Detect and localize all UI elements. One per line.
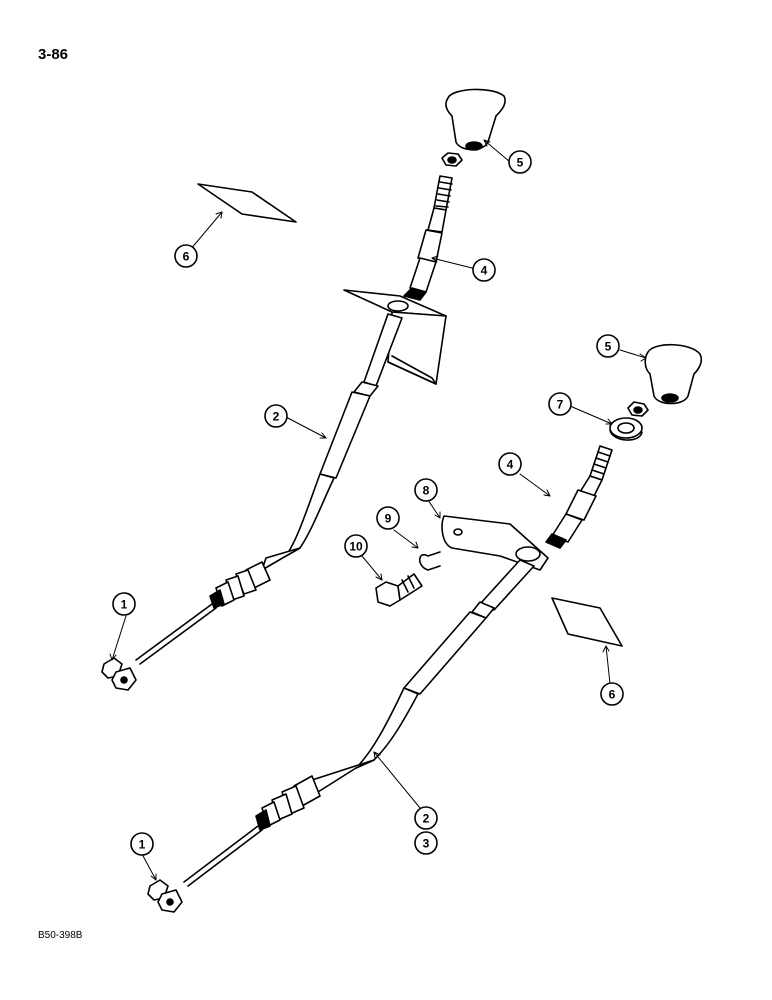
callout-5-left: 5 xyxy=(508,150,532,174)
figure-code: B50-398B xyxy=(38,930,83,941)
callout-4-left: 4 xyxy=(472,258,496,282)
left-cable-sheath xyxy=(261,313,403,571)
callout-label: 3 xyxy=(423,837,430,851)
callout-label: 6 xyxy=(609,688,616,702)
callout-9: 9 xyxy=(376,506,400,530)
plate xyxy=(441,515,549,571)
left-knob xyxy=(445,88,506,151)
callout-6-left: 6 xyxy=(174,244,198,268)
callout-label: 10 xyxy=(349,540,363,554)
callout-label: 7 xyxy=(557,398,564,412)
right-cable-sheath xyxy=(311,559,535,793)
left-bracket xyxy=(343,289,447,385)
callout-label: 5 xyxy=(517,156,524,170)
callout-6-right: 6 xyxy=(600,682,624,706)
callout-label: 9 xyxy=(385,512,392,526)
callout-10: 10 xyxy=(344,534,368,558)
callout-label: 5 xyxy=(605,340,612,354)
callout-label: 4 xyxy=(481,264,488,278)
right-decal xyxy=(551,597,623,647)
callout-label: 6 xyxy=(183,250,190,264)
left-threaded-rod xyxy=(427,175,453,233)
callout-2-right: 2 xyxy=(414,806,438,830)
callout-5-right: 5 xyxy=(596,334,620,358)
callout-3: 3 xyxy=(414,831,438,855)
page-number: 3-86 xyxy=(38,46,69,63)
callout-label: 4 xyxy=(507,458,514,472)
callout-2-left: 2 xyxy=(264,404,288,428)
right-knob xyxy=(644,343,703,405)
left-ferrule xyxy=(209,561,271,609)
callout-label: 2 xyxy=(273,410,280,424)
callout-1-left: 1 xyxy=(112,592,136,616)
left-inner-cable xyxy=(135,603,217,665)
clip xyxy=(418,551,441,571)
bolt xyxy=(375,573,423,607)
leader-lines xyxy=(109,139,647,881)
left-cable-end xyxy=(403,229,443,301)
callout-label: 1 xyxy=(139,838,146,852)
washer xyxy=(609,417,643,441)
callout-label: 8 xyxy=(423,484,430,498)
callout-label: 1 xyxy=(121,598,128,612)
right-ferrule xyxy=(255,775,321,831)
callout-8: 8 xyxy=(414,478,438,502)
left-nut xyxy=(441,152,463,167)
left-decal xyxy=(197,183,297,223)
right-nut xyxy=(627,401,649,417)
left-end-fitting xyxy=(101,657,137,691)
callout-1-right: 1 xyxy=(130,832,154,856)
callout-7: 7 xyxy=(548,392,572,416)
right-end-fitting xyxy=(147,879,183,913)
right-inner-cable xyxy=(183,825,263,887)
callout-4-right: 4 xyxy=(498,452,522,476)
right-cable-end xyxy=(545,489,597,549)
right-threaded-rod xyxy=(579,445,613,497)
callout-label: 2 xyxy=(423,812,430,826)
